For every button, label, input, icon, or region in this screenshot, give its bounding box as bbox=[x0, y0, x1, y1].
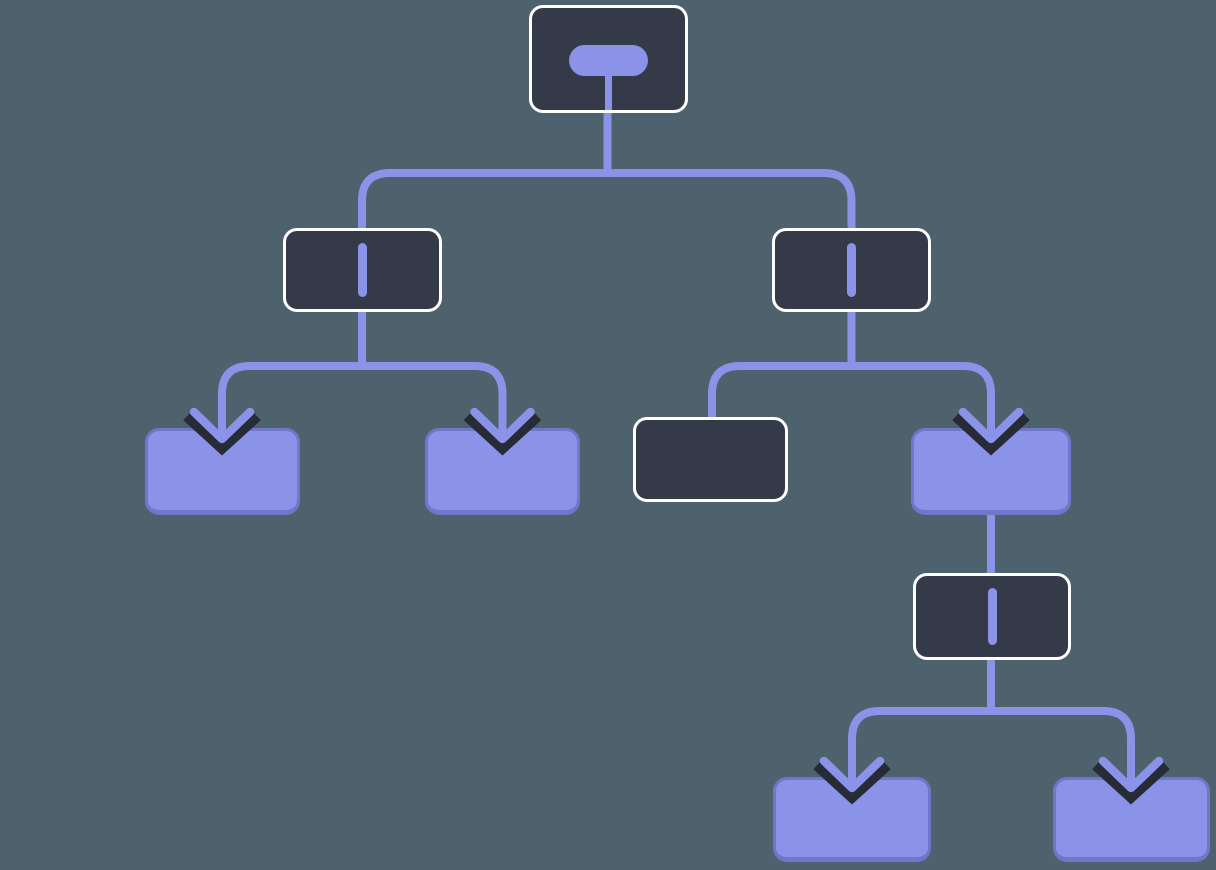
leaf-left-2-node[interactable] bbox=[425, 428, 580, 515]
junction-pass-through-bar bbox=[987, 588, 997, 645]
junction-pass-through-bar bbox=[847, 243, 856, 297]
leaf-right-purple-node[interactable] bbox=[911, 428, 1071, 515]
top-split-bar-connector bbox=[358, 169, 856, 230]
leaf-left-1-node[interactable] bbox=[145, 428, 300, 515]
root-pill-stem bbox=[605, 72, 612, 110]
root-collapsed-pill bbox=[569, 45, 648, 76]
root-node[interactable] bbox=[529, 5, 688, 113]
leaf-right-dark-node[interactable] bbox=[633, 417, 788, 502]
bottom-split-bar-connector bbox=[848, 707, 1135, 783]
junction-pass-through-bar bbox=[358, 243, 367, 297]
leaf-bottom-2-node[interactable] bbox=[1053, 777, 1210, 862]
branch-mid-node[interactable] bbox=[913, 573, 1071, 660]
branch-right-node[interactable] bbox=[772, 228, 931, 312]
branch-left-node[interactable] bbox=[283, 228, 442, 312]
leaf-bottom-1-node[interactable] bbox=[773, 777, 931, 862]
left-split-bar-connector bbox=[218, 362, 507, 434]
